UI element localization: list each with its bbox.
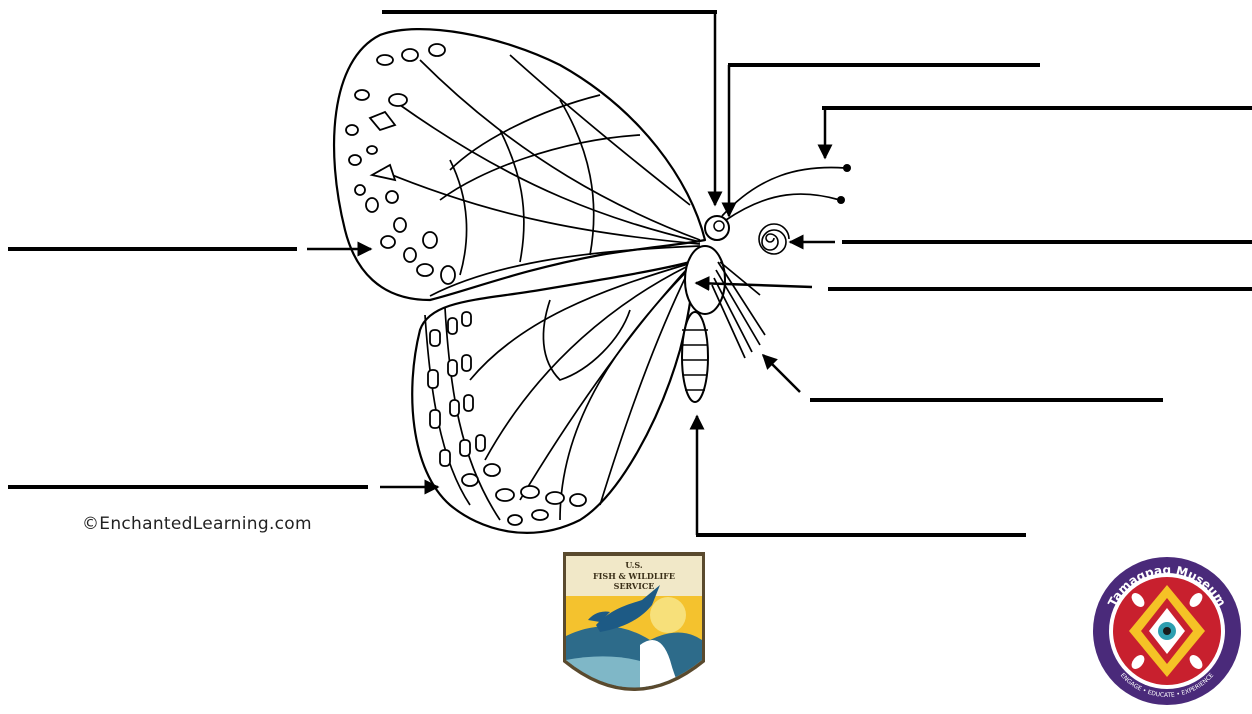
svg-text:FISH & WILDLIFE: FISH & WILDLIFE [593, 571, 675, 581]
usfws-logo: U.S. FISH & WILDLIFE SERVICE [563, 552, 705, 714]
abdomen [682, 312, 708, 402]
thorax [685, 246, 725, 314]
leader-arrow-legs [763, 355, 800, 392]
museum-logo: Tamaqpaq Museum ENGAGE • EDUCATE • EXPER… [1093, 557, 1241, 705]
head [705, 216, 729, 240]
butterfly-illustration [334, 29, 851, 533]
legs [712, 262, 765, 358]
antennae [722, 164, 851, 220]
svg-text:U.S.: U.S. [625, 560, 643, 570]
copyright-text: ©EnchantedLearning.com [82, 514, 312, 534]
proboscis-coil [759, 224, 789, 254]
svg-text:SERVICE: SERVICE [614, 581, 655, 591]
